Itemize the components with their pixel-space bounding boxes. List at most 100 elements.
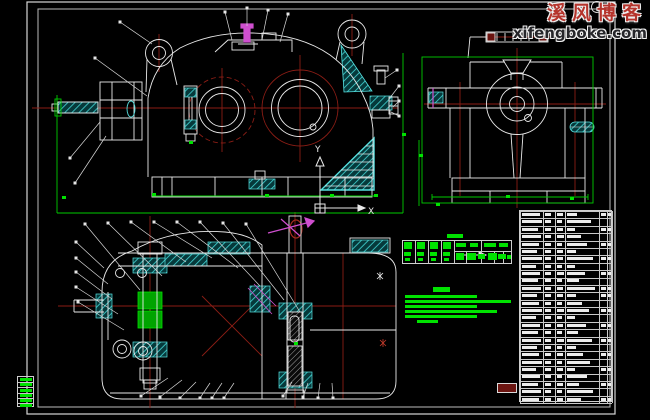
bom-cell-text xyxy=(521,360,542,364)
bom-cell-text xyxy=(544,390,551,394)
bom-cell-text xyxy=(521,286,541,290)
bom-cell-text xyxy=(608,294,611,298)
bom-cell-text xyxy=(521,382,538,386)
leader-dot xyxy=(175,220,179,224)
leader-line xyxy=(176,221,239,269)
spec-cell-text xyxy=(418,258,423,261)
bom-cell-text xyxy=(556,353,563,357)
spec-cell-text xyxy=(470,243,478,247)
bom-cell-text xyxy=(544,331,551,335)
bom-cell-text xyxy=(556,227,563,231)
bom-cell-text xyxy=(521,345,537,349)
leader-dot xyxy=(129,220,133,224)
leader-line xyxy=(119,21,153,45)
strip-row-line xyxy=(18,382,34,384)
bom-row-line xyxy=(520,233,612,235)
dimension-text-mark xyxy=(570,197,574,200)
bom-cell-text xyxy=(608,323,611,327)
dimension-text-mark xyxy=(506,195,510,198)
dimension-text-mark xyxy=(330,194,334,197)
gear-block-layer xyxy=(137,291,163,329)
bom-cell-text xyxy=(566,264,575,268)
spec-cell-text xyxy=(443,252,450,256)
leader-line xyxy=(331,382,334,399)
spec-cell-text xyxy=(405,258,410,261)
leader-dot xyxy=(74,270,78,274)
hatched-section-block xyxy=(351,239,389,253)
bom-row-line xyxy=(520,314,612,316)
tech-notes-line xyxy=(405,315,477,318)
bom-cell-text xyxy=(566,390,593,394)
bom-cell-text xyxy=(544,294,551,298)
bom-cell-text xyxy=(608,368,611,372)
bom-cell-text xyxy=(566,286,595,290)
bom-cell-text xyxy=(608,242,611,246)
bom-cell-text xyxy=(556,235,564,239)
ucs-y-label: Y xyxy=(314,145,321,155)
bom-cell-text xyxy=(566,227,575,231)
bom-cell-text xyxy=(544,368,551,372)
tech-notes-line xyxy=(417,320,438,323)
bom-cell-text xyxy=(556,309,564,312)
leader-line xyxy=(130,221,187,263)
bom-cell-text xyxy=(544,286,551,290)
dimension-text-mark xyxy=(265,194,269,197)
bom-cell-text xyxy=(608,286,611,290)
spec-cell-text xyxy=(417,242,425,249)
bom-row-line xyxy=(520,284,612,286)
leader-line xyxy=(384,69,398,79)
shaft-a xyxy=(142,252,158,384)
leader-line xyxy=(75,286,119,315)
gear-section-block xyxy=(137,291,163,310)
leader-dot xyxy=(118,20,122,24)
bom-cell-text xyxy=(556,338,564,342)
bom-cell-text xyxy=(566,353,583,357)
leader-dot xyxy=(68,156,72,160)
leader-line xyxy=(222,222,285,301)
bom-row-line xyxy=(520,307,612,308)
bom-parts-table xyxy=(519,210,613,404)
bom-cell-text xyxy=(556,368,563,372)
bom-cell-text xyxy=(556,301,562,305)
bom-cell-text xyxy=(600,309,606,312)
bom-cell-text xyxy=(566,345,576,349)
bom-cell-text xyxy=(544,213,551,216)
strip-row-line xyxy=(18,397,34,399)
bom-cell-text xyxy=(566,368,575,372)
section-arrow xyxy=(304,217,316,229)
bom-cell-text xyxy=(600,227,606,231)
strip-cell-text xyxy=(19,393,32,397)
bom-row-line xyxy=(520,321,612,323)
bom-cell-text xyxy=(521,338,541,342)
leader-line xyxy=(75,271,113,300)
bom-cell-text xyxy=(556,323,563,327)
bom-row-line xyxy=(520,247,612,249)
leader-dot xyxy=(222,396,226,400)
watermark-top: 溪风博客 xifengboke.com xyxy=(513,2,647,42)
bom-cell-text xyxy=(521,375,540,379)
bom-cell-text xyxy=(544,323,551,327)
bom-cell-text xyxy=(544,375,551,379)
bom-cell-text xyxy=(544,220,551,224)
bom-row-line xyxy=(520,277,612,279)
leader-line xyxy=(199,221,261,287)
red-stamp-block xyxy=(497,383,517,393)
dimension-text-mark xyxy=(152,193,156,196)
leader-line xyxy=(69,121,101,159)
dimension-text-mark xyxy=(436,203,440,206)
bom-cell-text xyxy=(521,242,539,246)
bom-cell-text xyxy=(608,309,611,312)
leader-dot xyxy=(397,99,401,103)
bom-cell-text xyxy=(556,382,563,386)
leader-dot xyxy=(74,256,78,260)
bom-cell-text xyxy=(556,390,562,394)
hatched-section-block xyxy=(184,87,197,98)
bom-cell-text xyxy=(521,390,541,394)
spec-cell-text xyxy=(484,243,496,247)
bom-cell-text xyxy=(566,309,589,312)
housing-rib-hatch xyxy=(340,43,373,93)
bom-row-line xyxy=(520,211,612,212)
strip-row-line xyxy=(18,402,34,404)
